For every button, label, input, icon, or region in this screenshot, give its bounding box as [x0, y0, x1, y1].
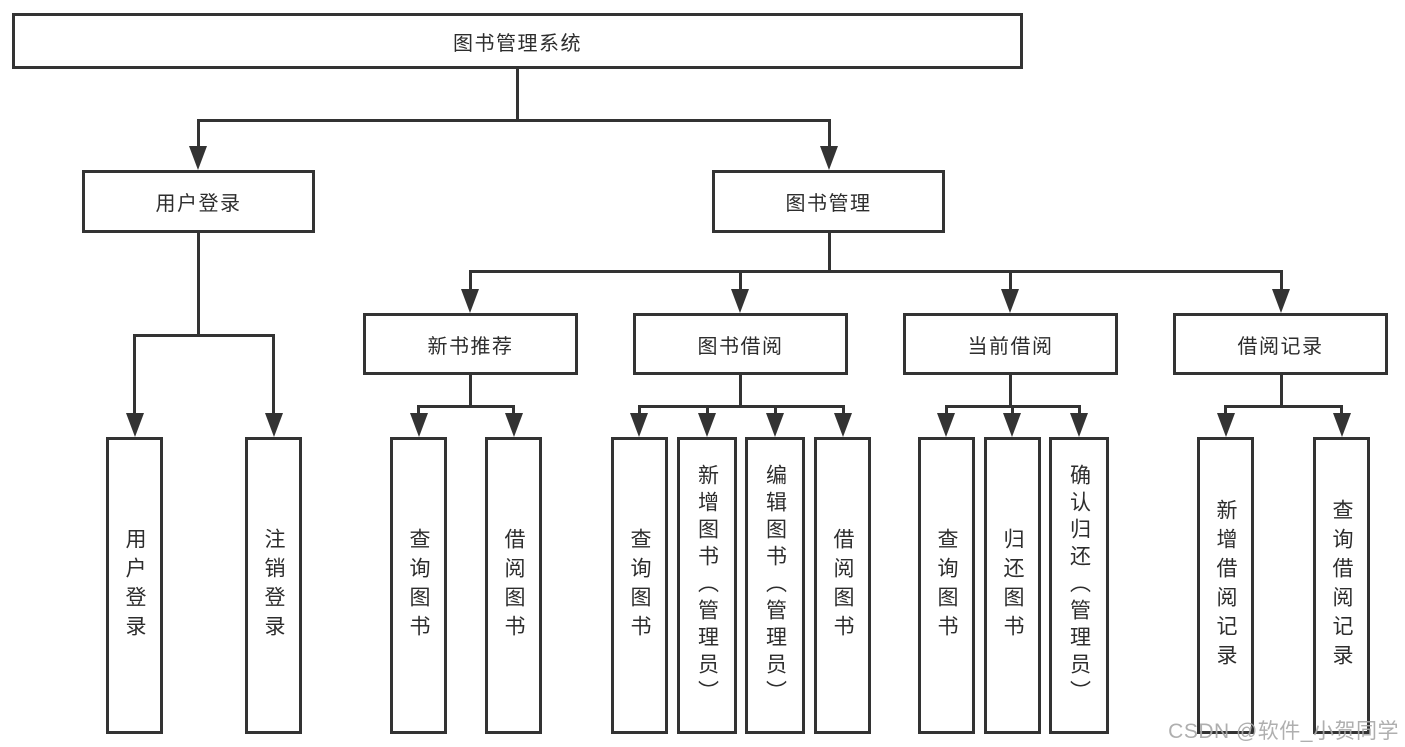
- leaf-borrowing-query-books: 查询图书: [611, 437, 668, 734]
- node-borrowing-records: 借阅记录: [1173, 313, 1388, 375]
- leaf-query-borrow-record: 查询借阅记录: [1313, 437, 1370, 734]
- leaf-current-query-books-label: 查询图书: [935, 527, 958, 644]
- leaf-confirm-return-admin-label: 确认归还（管理员）: [1067, 464, 1091, 707]
- connector-line: [1340, 406, 1343, 419]
- leaf-borrow-books: 借阅图书: [814, 437, 871, 734]
- arrow-down-icon: [698, 413, 716, 437]
- connector-line: [272, 335, 275, 419]
- connector-line: [738, 271, 742, 295]
- node-current-borrowing-label: 当前借阅: [967, 335, 1054, 358]
- arrow-down-icon: [820, 146, 838, 170]
- arrow-down-icon: [766, 413, 784, 437]
- connector-line: [516, 66, 519, 122]
- arrow-down-icon: [731, 289, 749, 313]
- node-user-login: 用户登录: [82, 170, 315, 233]
- connector-line: [1008, 271, 1012, 295]
- arrow-down-icon: [630, 413, 648, 437]
- leaf-add-books-admin-label: 新增图书（管理员）: [695, 464, 719, 707]
- connector-line: [133, 333, 275, 337]
- arrow-down-icon: [1216, 413, 1235, 437]
- arrow-down-icon: [1332, 413, 1351, 437]
- connector-line: [1010, 406, 1014, 419]
- connector-line: [512, 406, 515, 419]
- leaf-user-login: 用户登录: [106, 437, 163, 734]
- connector-line: [773, 406, 777, 419]
- watermark: CSDN @软件_小贺同学: [1168, 720, 1399, 743]
- node-book-management: 图书管理: [712, 170, 945, 233]
- leaf-confirm-return-admin: 确认归还（管理员）: [1049, 437, 1109, 734]
- leaf-recommend-borrow-books-label: 借阅图书: [502, 527, 525, 644]
- connector-line: [637, 406, 641, 419]
- leaf-recommend-query-books: 查询图书: [390, 437, 447, 734]
- node-user-login-label: 用户登录: [155, 193, 242, 215]
- arrow-down-icon: [409, 413, 428, 437]
- node-current-borrowing: 当前借阅: [903, 313, 1118, 375]
- connector-line: [1224, 404, 1343, 408]
- arrow-down-icon: [937, 413, 955, 437]
- arrow-down-icon: [1272, 289, 1290, 313]
- arrow-down-icon: [1001, 289, 1019, 313]
- arrow-down-icon: [1070, 413, 1088, 437]
- arrow-down-icon: [834, 413, 852, 437]
- connector-line: [1279, 373, 1283, 408]
- node-library-system: 图书管理系统: [12, 13, 1023, 69]
- leaf-query-borrow-record-label: 查询借阅记录: [1330, 498, 1353, 673]
- connector-line: [468, 373, 472, 408]
- arrow-down-icon: [504, 413, 523, 437]
- leaf-edit-books-admin: 编辑图书（管理员）: [745, 437, 805, 734]
- leaf-add-books-admin: 新增图书（管理员）: [677, 437, 737, 734]
- connector-line: [417, 406, 420, 419]
- connector-line: [196, 231, 200, 337]
- arrow-down-icon: [125, 413, 144, 437]
- arrow-down-icon: [189, 146, 207, 170]
- connector-line: [827, 231, 831, 273]
- node-new-book-recommend-label: 新书推荐: [427, 335, 514, 358]
- connector-line: [738, 373, 742, 408]
- node-book-borrowing-label: 图书借阅: [697, 335, 784, 358]
- leaf-recommend-borrow-books: 借阅图书: [485, 437, 542, 734]
- node-borrowing-records-label: 借阅记录: [1237, 335, 1324, 358]
- leaf-add-borrow-record: 新增借阅记录: [1197, 437, 1254, 734]
- connector-line: [468, 269, 1283, 273]
- connector-line: [468, 271, 472, 295]
- connector-line: [1008, 373, 1012, 408]
- connector-line: [637, 404, 845, 408]
- leaf-borrow-books-label: 借阅图书: [831, 527, 854, 644]
- node-new-book-recommend: 新书推荐: [363, 313, 578, 375]
- node-book-borrowing: 图书借阅: [633, 313, 848, 375]
- leaf-return-books-label: 归还图书: [1001, 527, 1024, 644]
- arrow-down-icon: [461, 289, 479, 313]
- leaf-return-books: 归还图书: [984, 437, 1041, 734]
- leaf-logout-login-label: 注销登录: [262, 527, 285, 644]
- connector-line: [196, 118, 831, 122]
- connector-line: [944, 406, 948, 419]
- leaf-user-login-label: 用户登录: [123, 527, 146, 644]
- connector-line: [1077, 406, 1081, 419]
- node-library-system-label: 图书管理系统: [453, 32, 582, 55]
- node-book-management-label: 图书管理: [785, 193, 872, 215]
- connector-line: [417, 404, 515, 408]
- leaf-recommend-query-books-label: 查询图书: [407, 527, 430, 644]
- leaf-logout-login: 注销登录: [245, 437, 302, 734]
- arrow-down-icon: [1003, 413, 1021, 437]
- leaf-current-query-books: 查询图书: [918, 437, 975, 734]
- connector-line: [827, 120, 831, 152]
- leaf-add-borrow-record-label: 新增借阅记录: [1214, 498, 1237, 673]
- arrow-down-icon: [264, 413, 283, 437]
- connector-line: [1224, 406, 1227, 419]
- leaf-edit-books-admin-label: 编辑图书（管理员）: [763, 464, 787, 707]
- connector-line: [196, 120, 200, 152]
- connector-line: [133, 335, 136, 419]
- connector-line: [705, 406, 709, 419]
- connector-line: [1279, 271, 1283, 295]
- connector-line: [841, 406, 845, 419]
- leaf-borrowing-query-books-label: 查询图书: [628, 527, 651, 644]
